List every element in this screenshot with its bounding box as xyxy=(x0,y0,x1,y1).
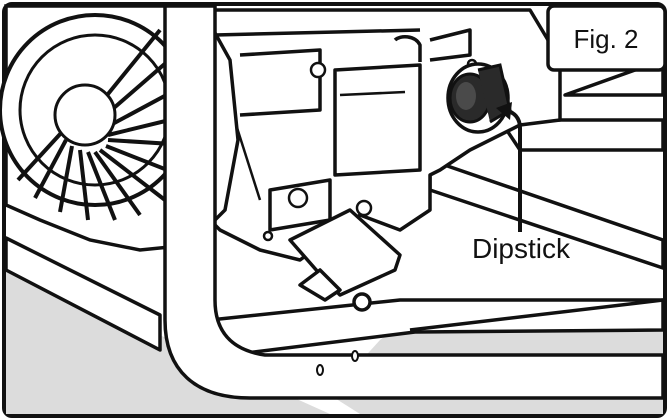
figure-label-box xyxy=(546,4,667,72)
dipstick-callout-arrow xyxy=(496,102,522,232)
mounting-foot xyxy=(288,208,402,312)
dipstick-cap xyxy=(446,62,512,134)
engine-bolts xyxy=(262,58,478,242)
figure-label: Fig. 2 xyxy=(573,24,638,54)
tube-frame xyxy=(163,4,665,400)
dipstick-label: Dipstick xyxy=(472,233,571,264)
frame-holes xyxy=(316,350,359,376)
frame-rails xyxy=(4,58,665,357)
